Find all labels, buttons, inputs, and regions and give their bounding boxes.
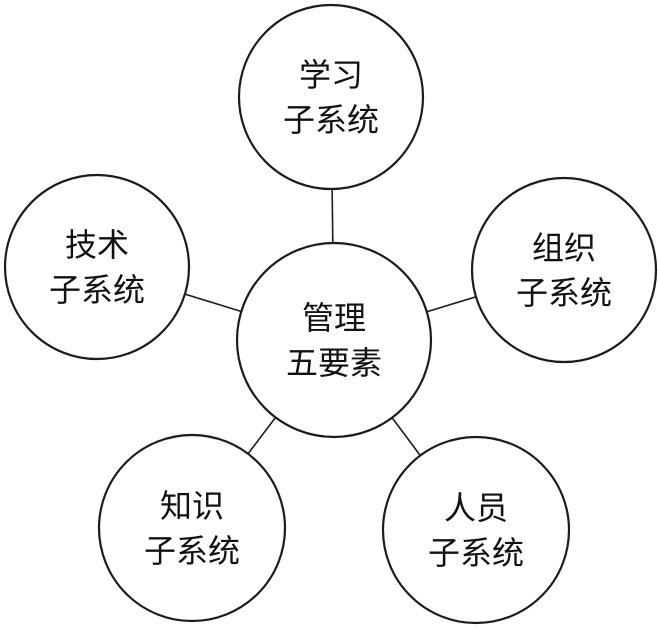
technology-label-line2: 子系统: [49, 271, 145, 309]
personnel-circle: [381, 435, 571, 625]
node-personnel: 人员 子系统: [381, 435, 571, 625]
personnel-label-line2: 子系统: [428, 534, 524, 572]
node-organization: 组织 子系统: [470, 176, 658, 364]
node-learning: 学习 子系统: [237, 3, 425, 191]
technology-label-line1: 技术: [65, 226, 129, 264]
learning-label-line2: 子系统: [283, 101, 379, 139]
learning-circle: [237, 3, 425, 191]
center-label-line2: 五要素: [286, 344, 382, 382]
knowledge-label-line1: 知识: [160, 487, 224, 525]
node-knowledge: 知识 子系统: [97, 433, 287, 623]
node-center: 管理 五要素: [235, 241, 433, 439]
center-label-line1: 管理: [302, 299, 366, 337]
node-technology: 技术 子系统: [3, 173, 191, 361]
learning-label-line1: 学习: [299, 56, 363, 94]
knowledge-label-line2: 子系统: [144, 532, 240, 570]
organization-label-line1: 组织: [532, 229, 596, 267]
personnel-label-line1: 人员: [444, 489, 508, 527]
organization-circle: [470, 176, 658, 364]
technology-circle: [3, 173, 191, 361]
center-circle: [235, 241, 433, 439]
organization-label-line2: 子系统: [516, 274, 612, 312]
knowledge-circle: [97, 433, 287, 623]
